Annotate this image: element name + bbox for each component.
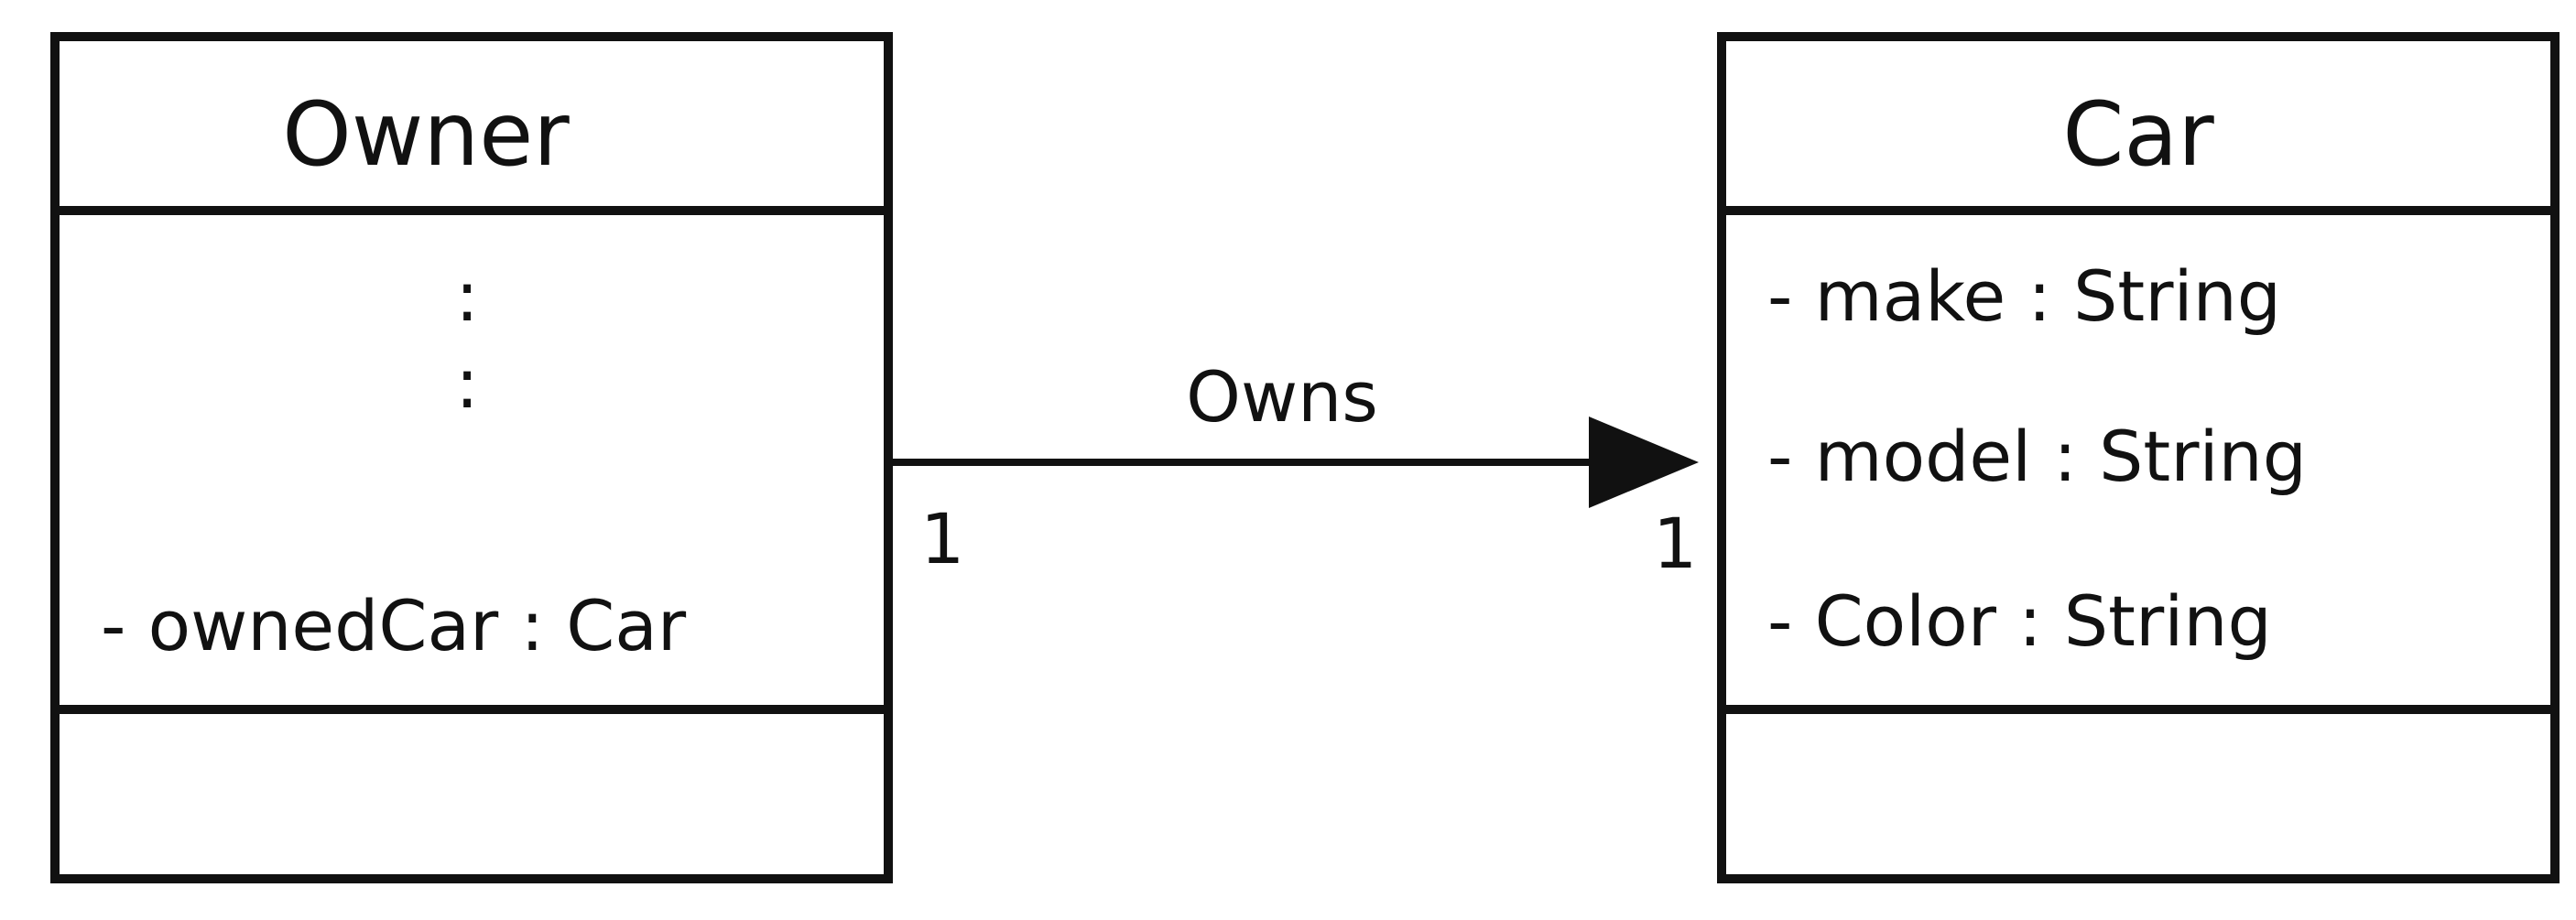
class-owner: Owner : : - ownedCar : Car xyxy=(50,32,893,883)
car-attribute-make: - make : String xyxy=(1767,255,2281,337)
class-car: Car - make : String - model : String - C… xyxy=(1717,32,2560,883)
owner-placeholder-dots-2: : xyxy=(455,342,479,424)
association-label: Owns xyxy=(1186,356,1378,438)
owner-class-box xyxy=(50,32,893,883)
target-multiplicity: 1 xyxy=(1653,503,1697,584)
owner-attribute-owned-car: - ownedCar : Car xyxy=(101,585,687,666)
association-owns: Owns 1 1 xyxy=(888,356,1699,584)
car-attribute-color: - Color : String xyxy=(1767,580,2272,662)
car-class-name: Car xyxy=(2062,83,2214,186)
source-multiplicity: 1 xyxy=(920,498,964,579)
association-arrowhead xyxy=(1589,417,1699,508)
owner-placeholder-dots-1: : xyxy=(455,255,479,337)
car-attribute-model: - model : String xyxy=(1767,416,2307,497)
owner-class-name: Owner xyxy=(282,83,570,186)
car-class-box xyxy=(1717,32,2560,883)
